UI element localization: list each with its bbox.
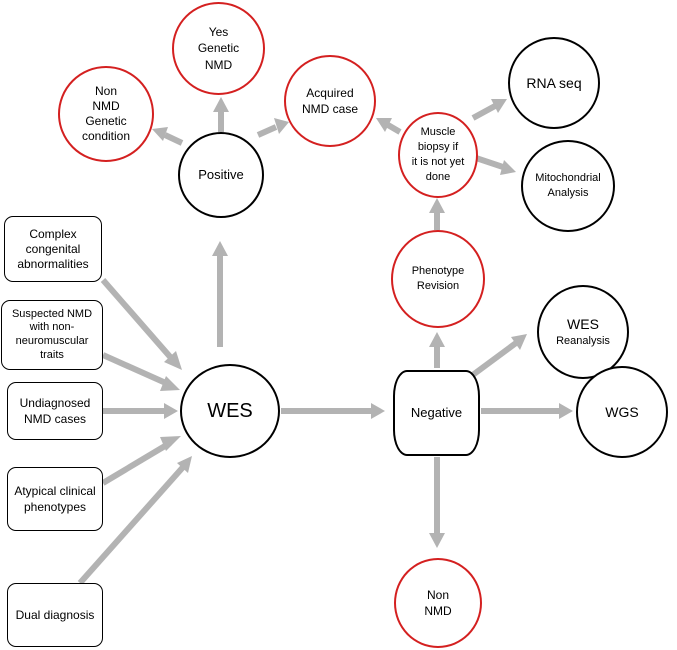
arrow-biopsy-to-mito	[475, 155, 516, 175]
non-nmd-node: Non NMD	[394, 558, 482, 648]
arrow-complex-to-wes	[100, 278, 182, 370]
non-nmd-genetic-condition-node: Non NMD Genetic condition	[58, 66, 154, 162]
arrow-negative-to-phenotype	[429, 332, 445, 368]
arrow-wes-to-negative	[281, 403, 385, 419]
wgs-node: WGS	[576, 366, 668, 458]
arrow-biopsy-to-acquired	[376, 118, 402, 135]
acquired-nmd-case-node: Acquired NMD case	[284, 55, 376, 147]
wes-label: WES	[207, 399, 253, 422]
mitochondrial-analysis-node: Mitochondrial Analysis	[521, 140, 615, 232]
negative-node: Negative	[393, 370, 480, 456]
undiagnosed-nmd-label: Undiagnosed NMD cases	[19, 395, 91, 426]
yes-genetic-nmd-node: Yes Genetic NMD	[172, 2, 265, 95]
wes-reanalysis-subtitle: Reanalysis	[556, 335, 610, 348]
arrow-dual-to-wes	[77, 456, 192, 585]
arrow-atypical-to-wes	[101, 436, 181, 486]
non-nmd-genetic-condition-label: Non NMD Genetic condition	[81, 84, 131, 143]
non-nmd-label: Non NMD	[424, 587, 452, 618]
wes-node: WES	[180, 364, 280, 458]
rna-seq-label: RNA seq	[526, 74, 582, 91]
complex-congenital-box: Complex congenital abnormalities	[4, 216, 102, 282]
muscle-biopsy-label: Muscle biopsy if it is not yet done	[411, 126, 465, 183]
arrow-positive-to-yes	[213, 97, 229, 132]
phenotype-revision-label: Phenotype Revision	[411, 265, 465, 292]
arrow-wes-to-positive	[212, 241, 228, 347]
arrow-negative-to-non-nmd	[429, 457, 445, 548]
rna-seq-node: RNA seq	[508, 37, 600, 129]
muscle-biopsy-node: Muscle biopsy if it is not yet done	[398, 112, 478, 198]
arrow-undiagnosed-to-wes	[103, 403, 178, 419]
arrow-biopsy-to-rna	[471, 99, 507, 121]
suspected-nmd-box: Suspected NMD with non- neuromuscular tr…	[1, 300, 103, 370]
arrow-suspected-to-wes	[101, 352, 180, 391]
mitochondrial-analysis-label: Mitochondrial Analysis	[535, 172, 601, 199]
positive-node: Positive	[178, 132, 264, 218]
suspected-nmd-label: Suspected NMD with non- neuromuscular tr…	[11, 307, 93, 361]
negative-label: Negative	[410, 405, 463, 421]
atypical-clinical-label: Atypical clinical phenotypes	[14, 483, 96, 514]
complex-congenital-label: Complex congenital abnormalities	[17, 226, 89, 271]
positive-label: Positive	[198, 167, 244, 183]
arrow-positive-to-acquired	[256, 118, 289, 138]
acquired-nmd-case-label: Acquired NMD case	[301, 85, 358, 116]
arrow-negative-to-wes-reanalysis	[468, 334, 527, 380]
dual-diagnosis-label: Dual diagnosis	[15, 607, 95, 622]
dual-diagnosis-box: Dual diagnosis	[7, 583, 103, 647]
wes-reanalysis-title: WES	[567, 316, 599, 333]
wes-reanalysis-node: WES Reanalysis	[537, 285, 629, 379]
wgs-label: WGS	[605, 403, 639, 420]
arrow-positive-to-non-nmd-genetic	[152, 127, 184, 146]
yes-genetic-nmd-label: Yes Genetic NMD	[197, 25, 240, 72]
phenotype-revision-node: Phenotype Revision	[391, 230, 485, 328]
undiagnosed-nmd-box: Undiagnosed NMD cases	[7, 382, 103, 440]
arrow-negative-to-wgs	[481, 403, 573, 419]
arrow-phenotype-to-biopsy	[429, 198, 445, 230]
atypical-clinical-box: Atypical clinical phenotypes	[7, 467, 103, 531]
